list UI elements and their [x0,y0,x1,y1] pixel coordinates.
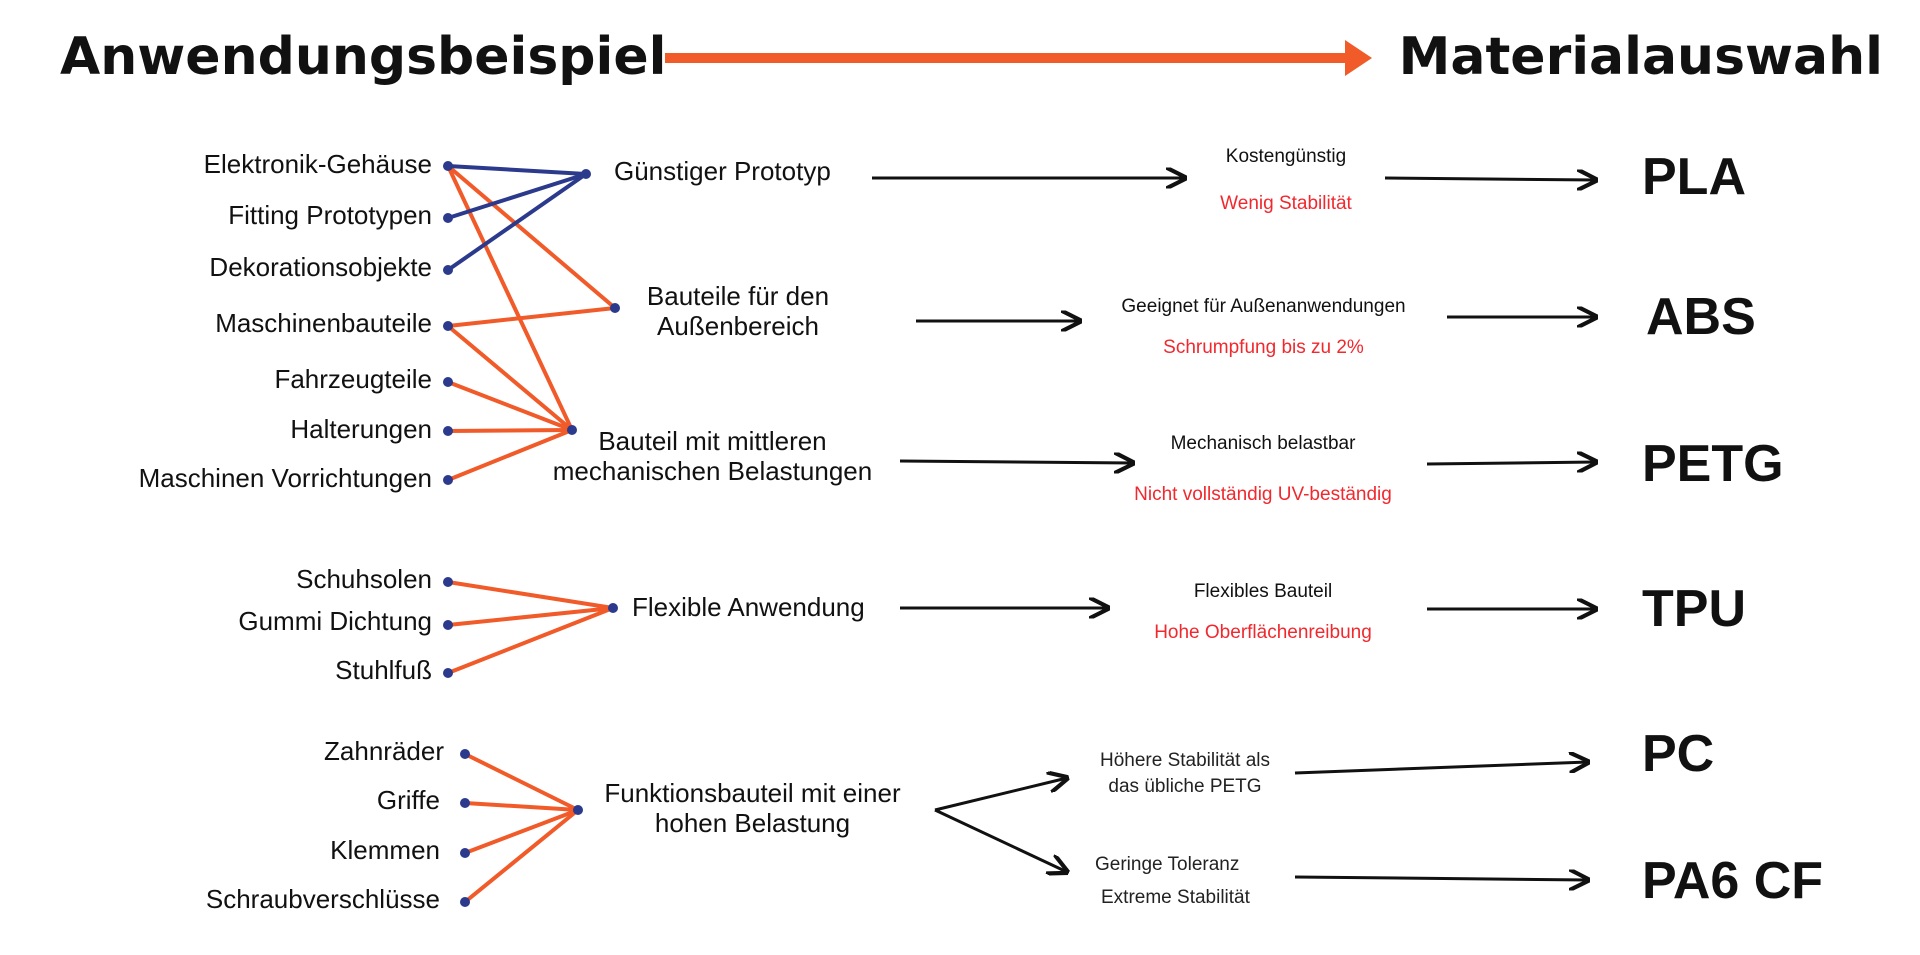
black-arrows [872,178,1596,880]
application-label: Fitting Prototypen [228,200,432,230]
application-label: Klemmen [330,835,440,865]
category-label: Günstiger Prototyp [614,156,849,187]
category-line: Flexible Anwendung [632,592,865,622]
connection-dots [443,161,620,907]
application-label: Gummi Dichtung [238,606,432,636]
category-line: Bauteile für den [646,281,830,311]
note-line: Höhere Stabilität als [1099,750,1271,771]
material-label: PA6 CF [1642,852,1824,910]
category-line: Bauteil mit mittleren [598,426,827,456]
branch-note-pa6: Geringe Toleranz Extreme Stabilität [1095,848,1280,915]
application-label: Griffe [376,785,440,815]
branch-note-pc: Höhere Stabilität als das übliche PETG [1075,748,1295,799]
header-left-title: Anwendungsbeispiel [60,27,667,87]
property-pro: Geeignet für Außenanwendungen [1121,296,1406,317]
header-right-title: Materialauswahl [1398,27,1883,87]
application-label: Fahrzeugteile [274,364,432,394]
category-label: Bauteil mit mittleren mechanischen Belas… [540,426,885,487]
property-pro: Kostengünstig [1225,146,1347,167]
category-line: Außenbereich [657,310,819,341]
category-line: Günstiger Prototyp [614,156,831,186]
header-arrow [665,40,1372,76]
application-label: Maschinenbauteile [215,308,432,338]
property-con: Hohe Oberflächenreibung [1154,622,1372,643]
application-label: Maschinen Vorrichtungen [138,463,432,493]
application-label: Zahnräder [324,736,444,766]
category-label: Flexible Anwendung [632,592,892,623]
application-label: Schuhsolen [296,564,432,594]
navy-links [446,164,588,272]
property-pro: Flexibles Bauteil [1193,581,1333,602]
property-con: Nicht vollständig UV-beständig [1134,484,1392,505]
material-label: ABS [1646,288,1756,346]
category-label: Bauteile für den Außenbereich [613,281,863,342]
material-label: PC [1642,725,1715,783]
application-label: Elektronik-Gehäuse [203,149,432,179]
material-label: PLA [1642,148,1746,206]
note-line: das übliche PETG [1108,775,1262,797]
material-label: TPU [1642,580,1746,638]
category-line: mechanischen Belastungen [552,455,873,486]
note-line: Geringe Toleranz [1095,854,1240,875]
property-pro: Mechanisch belastbar [1170,433,1356,454]
category-line: hohen Belastung [654,807,851,838]
property-con: Wenig Stabilität [1220,193,1352,214]
application-label: Stuhlfuß [335,655,432,685]
application-label: Schraubverschlüsse [205,884,440,914]
orange-links [446,164,617,904]
note-line: Extreme Stabilität [1101,887,1250,909]
application-label: Dekorationsobjekte [209,252,432,282]
application-label: Halterungen [290,414,432,444]
category-label: Funktionsbauteil mit einer hohen Belastu… [585,778,920,839]
material-label: PETG [1642,435,1784,493]
category-line: Funktionsbauteil mit einer [604,778,901,808]
property-con: Schrumpfung bis zu 2% [1163,337,1364,358]
